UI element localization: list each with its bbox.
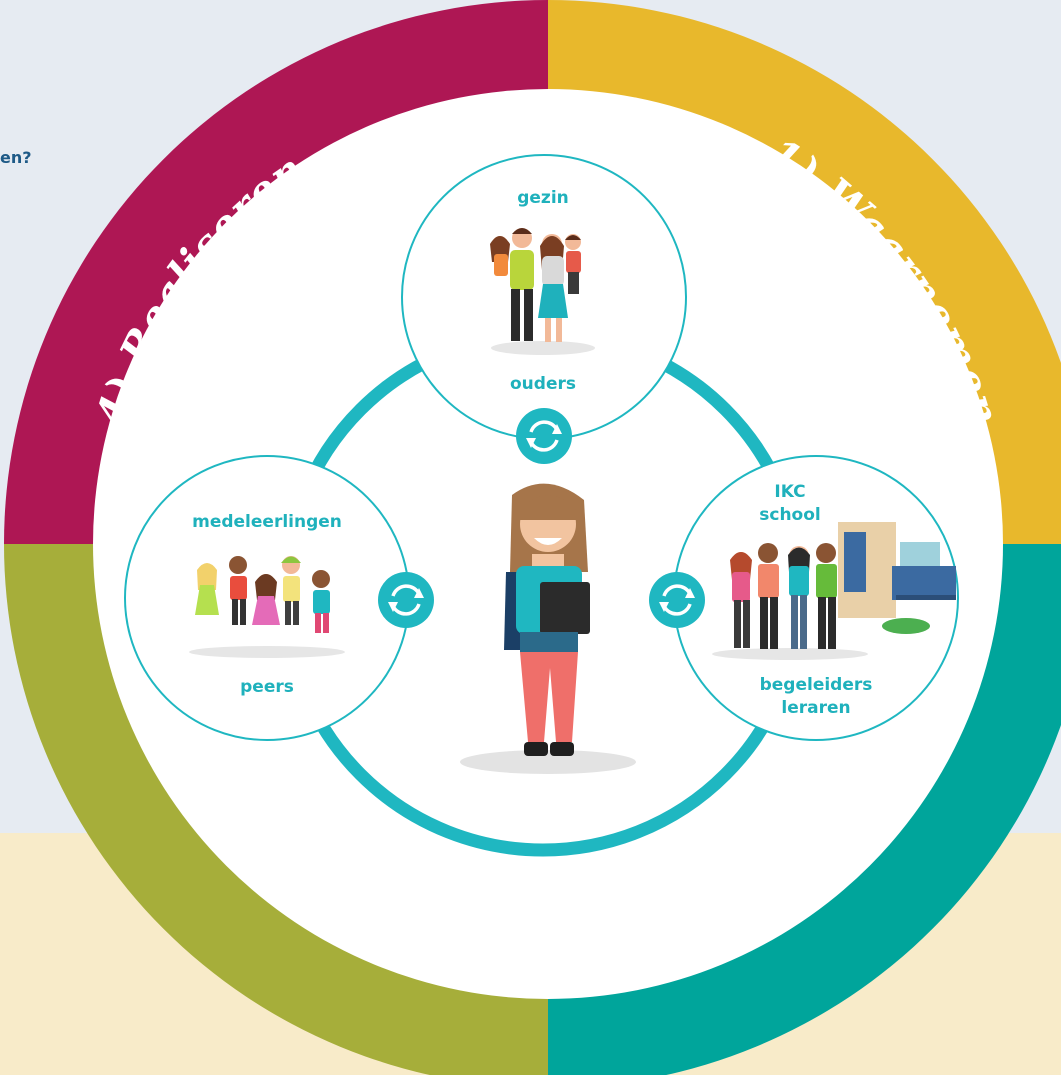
family-illustration: [490, 228, 595, 355]
node-subtitle-peers: peers: [240, 677, 294, 697]
student-illustration: [460, 483, 636, 774]
node-title-school-line2: school: [759, 505, 820, 525]
peers-illustration: [189, 556, 345, 658]
node-title-peers: medeleerlingen: [192, 512, 342, 532]
sync-icon: [378, 572, 434, 628]
node-title-family: gezin: [517, 188, 569, 208]
sync-icon: [516, 408, 572, 464]
sync-icon: [649, 572, 705, 628]
node-title-school-line1: IKC: [774, 482, 805, 502]
school-illustration: [712, 522, 956, 660]
node-subtitle-school-line2: leraren: [781, 698, 850, 718]
partial-question-text: en?: [0, 148, 32, 167]
node-subtitle-school-line1: begeleiders: [760, 675, 873, 695]
node-subtitle-family: ouders: [510, 374, 576, 394]
